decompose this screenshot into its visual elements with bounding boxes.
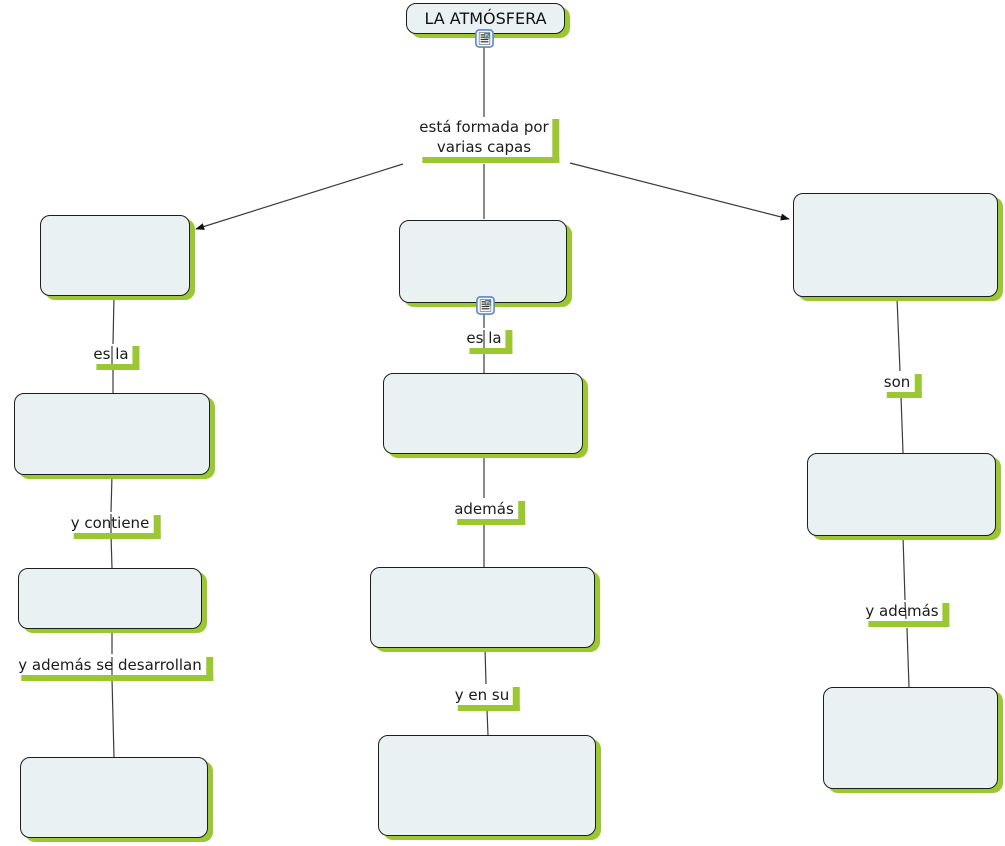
linking-phrase-text: y además se desarrollan <box>18 656 202 674</box>
concept-node-capa-cen-su[interactable] <box>378 735 596 836</box>
concept-node-capa-der-ade[interactable] <box>823 687 998 789</box>
linking-phrase-y-ademas-se-desarrollan[interactable]: y además se desarrollan <box>18 655 213 681</box>
connection-line <box>111 678 115 758</box>
connection-line <box>896 297 901 372</box>
concept-node-capa-izq-des[interactable] <box>20 757 208 838</box>
concept-label: LA ATMÓSFERA <box>424 9 547 28</box>
linking-phrase-text: y contiene <box>70 514 150 532</box>
linking-phrase-y-ademas-der[interactable]: y además <box>865 601 950 627</box>
connection-line <box>902 535 906 601</box>
linking-phrase-esta-formada[interactable]: está formada por varias capas <box>419 117 561 163</box>
linking-phrase-text: es la <box>93 345 129 363</box>
resource-link-icon[interactable] <box>475 29 494 48</box>
linking-phrase-son[interactable]: son <box>883 372 921 398</box>
linking-phrase-text: y además <box>865 602 939 620</box>
linking-phrase-ademas[interactable]: además <box>454 499 525 525</box>
linking-phrase-es-la-izq[interactable]: es la <box>93 344 140 370</box>
linking-phrase-text: es la <box>466 329 502 347</box>
connection-line <box>110 474 113 513</box>
connection-line <box>906 627 910 688</box>
concept-node-capa-izq-def[interactable] <box>14 393 210 475</box>
connection-line <box>112 295 115 345</box>
connection-line <box>486 709 489 736</box>
linking-phrase-y-contiene[interactable]: y contiene <box>70 513 160 539</box>
connection-line <box>904 601 907 620</box>
connection-arrow <box>195 163 404 230</box>
concept-node-capa-cen-def[interactable] <box>383 373 583 454</box>
linking-phrase-text: varias capas <box>436 138 532 156</box>
linking-phrase-es-la-centro[interactable]: es la <box>466 328 513 354</box>
connection-line <box>900 395 904 454</box>
concept-node-capa-der[interactable] <box>793 193 998 297</box>
concept-node-capa-cen[interactable] <box>399 220 567 303</box>
linking-phrase-text: y en su <box>454 686 510 704</box>
concept-node-capa-der-son[interactable] <box>807 453 996 536</box>
concept-node-capa-cen-ade[interactable] <box>370 567 595 648</box>
concept-node-capa-izq[interactable] <box>40 215 190 296</box>
resource-link-icon[interactable] <box>476 296 495 315</box>
linking-phrase-text: son <box>883 373 911 391</box>
connection-line <box>484 647 487 685</box>
connection-arrow <box>569 162 790 221</box>
linking-phrase-y-en-su[interactable]: y en su <box>454 685 521 711</box>
connection-line <box>110 534 113 569</box>
linking-phrase-text: además <box>454 500 514 518</box>
concept-node-capa-izq-con[interactable] <box>18 568 202 629</box>
linking-phrase-text: está formada por <box>419 118 549 136</box>
